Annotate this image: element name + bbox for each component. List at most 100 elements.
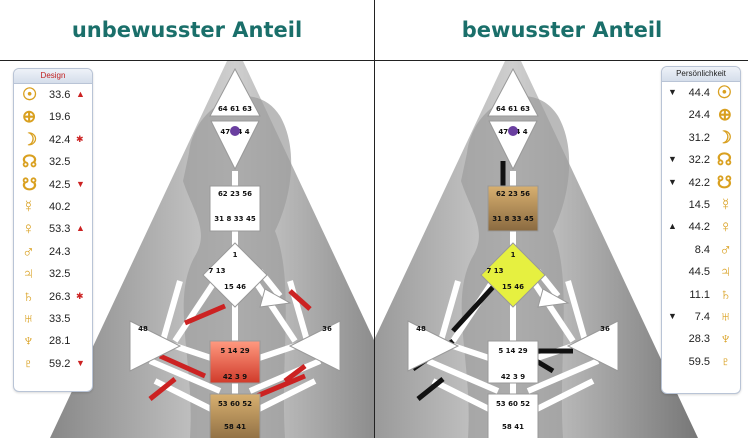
uranus-icon: ♅: [22, 308, 35, 328]
ajna-center: [488, 120, 538, 171]
venus-icon: ♀: [719, 217, 732, 237]
planet-row: ♇59.5: [662, 351, 740, 373]
channel: [426, 358, 500, 394]
ego-center: [537, 288, 570, 308]
throat-gates: 31 8 33 45: [214, 215, 256, 223]
mars-icon: ♂: [22, 241, 35, 261]
g-gates: 7 13: [208, 267, 225, 275]
planet-value: 42.5: [49, 178, 71, 191]
south-node-icon: ☋: [22, 174, 38, 194]
root-center: [209, 393, 261, 438]
planet-marker: ▼: [668, 176, 677, 187]
planet-marker: ▼: [668, 87, 677, 97]
defined-channel: [184, 303, 226, 326]
planet-value: 44.4: [688, 87, 710, 99]
planet-value: 33.6: [49, 89, 71, 101]
planet-value: 59.5: [688, 355, 710, 368]
head-center: [487, 67, 539, 117]
horizontal-divider: [0, 60, 748, 61]
planet-value: 7.4: [694, 310, 710, 323]
planet-value: 40.2: [49, 200, 71, 213]
planet-row: ♇59.2▼: [14, 353, 92, 375]
planet-value: 28.1: [49, 335, 71, 348]
channel: [531, 378, 595, 414]
spleen-center: [129, 320, 182, 372]
planet-row: ♄26.3✱: [14, 286, 92, 308]
planet-value: 33.5: [49, 312, 71, 325]
head-gates: 64 61 63: [218, 105, 252, 113]
planet-row: ♃ 32.5: [14, 263, 92, 285]
planet-row: ☽42.4✱: [14, 129, 92, 151]
earth-icon: ⊕: [22, 107, 37, 127]
defined-channel: [148, 377, 177, 401]
g-center: [202, 242, 268, 308]
root-gates: 58 41: [224, 423, 246, 431]
planet-value: 14.5: [688, 198, 710, 211]
north-node-icon: ☊: [716, 150, 732, 170]
planet-row: ☋ 42.5 ▼: [14, 174, 92, 196]
planet-row: ♀ 44.2 ▲: [662, 216, 740, 238]
spleen-center: [407, 320, 460, 372]
planet-marker: ✱: [76, 290, 84, 301]
planet-row: ⊕24.4: [662, 104, 740, 126]
solar-gates: 36: [600, 325, 610, 333]
north-node-icon: ☊: [22, 152, 38, 172]
planet-value: 19.6: [49, 111, 71, 124]
defined-channel: [158, 353, 207, 379]
jupiter-icon: ♃: [22, 264, 35, 284]
planet-row: ⊕ 19.6: [14, 106, 92, 128]
moon-icon: ☽: [22, 129, 38, 149]
root-gates: 53 60 52: [218, 400, 252, 408]
solar-gates: 36: [322, 325, 332, 333]
planet-value: 11.1: [689, 288, 710, 301]
planet-row: ♆ 28.3: [662, 328, 740, 350]
personality-planet-list: Persönlichkeit ☉44.4▼⊕24.4☽31.2☊32.2▼☋42…: [661, 66, 741, 394]
planet-row: ♄11.1: [662, 284, 740, 306]
channel: [431, 378, 495, 414]
personality-title: Persönlichkeit: [662, 67, 740, 82]
sacral-gates: 42 3 9: [223, 373, 247, 381]
planet-row: ♂ 8.4: [662, 239, 740, 261]
neptune-icon: ♆: [719, 329, 732, 349]
sacral-center: [209, 340, 261, 384]
planet-marker: ▼: [76, 357, 85, 368]
sacral-gates: 5 14 29: [498, 347, 527, 355]
channel: [248, 358, 322, 394]
planet-marker: ▲: [76, 223, 85, 234]
defined-channel: [416, 377, 445, 401]
planet-value: 44.2: [688, 221, 710, 234]
sacral-center: [487, 340, 539, 384]
solar-plexus-center: [288, 320, 341, 372]
planet-row: ☿ 40.2: [14, 196, 92, 218]
channel: [526, 358, 600, 394]
solar-plexus-center: [566, 320, 619, 372]
planet-marker: ▲: [668, 221, 677, 232]
planet-value: 28.3: [688, 333, 710, 346]
root-gates: 58 41: [502, 423, 524, 431]
design-title: Design: [14, 69, 92, 84]
planet-row: ♅7.4▼: [662, 306, 740, 328]
sacral-gates: 5 14 29: [220, 347, 249, 355]
planet-value: 24.3: [49, 245, 71, 258]
sun-icon: ☉: [22, 85, 38, 104]
planet-row: ♃44.5: [662, 261, 740, 283]
planet-marker: ▼: [668, 154, 677, 165]
planet-value: 32.5: [49, 268, 71, 281]
planet-value: 24.4: [688, 109, 710, 122]
planet-row: ☊32.2▼: [662, 149, 740, 171]
throat-center: [487, 185, 539, 232]
planet-value: 42.4: [49, 133, 71, 146]
mercury-icon: ☿: [22, 196, 35, 216]
root-center: [487, 393, 539, 438]
planet-value: 26.3: [49, 290, 71, 303]
planet-marker: ▼: [76, 178, 85, 189]
planet-row: ☊32.5: [14, 151, 92, 173]
planet-row: ☿14.5: [662, 194, 740, 216]
mars-icon: ♂: [719, 239, 732, 259]
planet-value: 8.4: [694, 243, 710, 256]
planet-row: ♅ 33.5: [14, 308, 92, 330]
